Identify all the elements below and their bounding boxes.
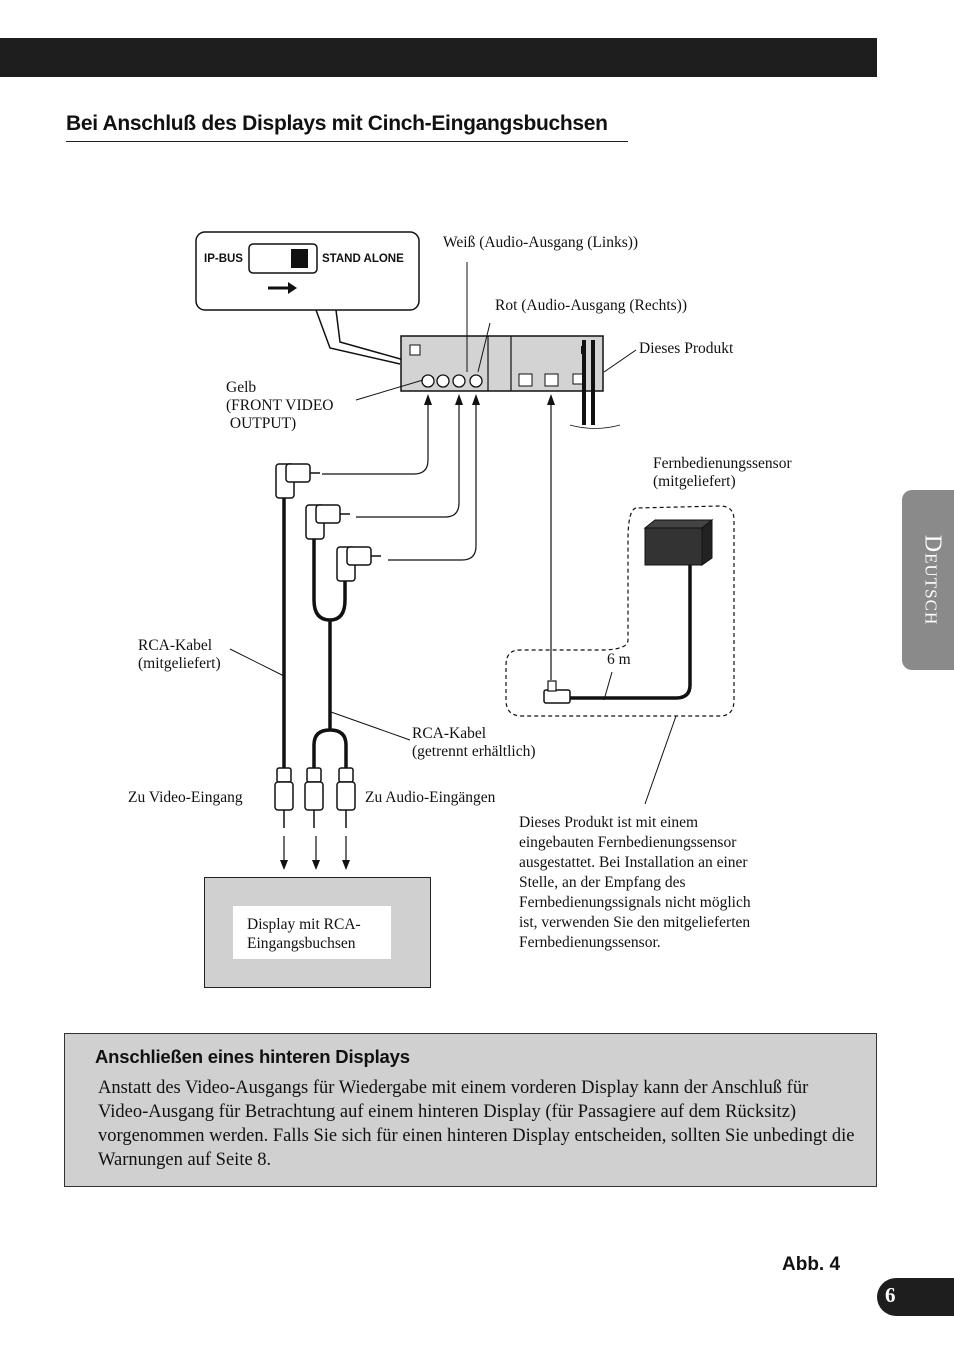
- rca-straight-plugs: [274, 767, 356, 828]
- note-box: Anschließen eines hinteren Displays Anst…: [64, 1033, 877, 1187]
- language-tab-text: Deutsch: [919, 534, 946, 626]
- switch-label-ipbus: IP-BUS: [204, 253, 243, 265]
- note-title: Anschließen eines hinteren Displays: [95, 1046, 410, 1067]
- label-gelb: Gelb (FRONT VIDEO OUTPUT): [226, 379, 334, 432]
- label-produkt: Dieses Produkt: [639, 340, 734, 357]
- note-body: Anstatt des Video-Ausgangs für Wiedergab…: [98, 1078, 855, 1170]
- label-rca-included: RCA-Kabel (mitgeliefert): [138, 637, 221, 672]
- label-rca-separate: RCA-Kabel (getrennt erhältlich): [412, 725, 536, 760]
- section-heading: Bei Anschluß des Displays mit Cinch-Eing…: [66, 112, 628, 142]
- page-number: 6: [885, 1283, 896, 1307]
- remote-sensor: [505, 505, 735, 717]
- label-sensor: Fernbedienungssensor (mitgeliefert): [653, 455, 792, 490]
- label-rot: Rot (Audio-Ausgang (Rechts)): [495, 297, 687, 314]
- label-weiss: Weiß (Audio-Ausgang (Links)): [443, 234, 639, 251]
- sensor-note: Dieses Produkt ist mit einem eingebauten…: [519, 814, 751, 951]
- main-unit: [400, 335, 621, 429]
- label-length: 6 m: [607, 651, 631, 668]
- top-bar: [0, 38, 877, 77]
- label-zu-video: Zu Video-Eingang: [128, 789, 243, 806]
- figure-label: Abb. 4: [782, 1254, 841, 1275]
- switch-label-standalone: STAND ALONE: [322, 253, 404, 265]
- language-tab: Deutsch: [902, 490, 954, 670]
- page-number-tab: 6: [877, 1278, 954, 1316]
- display-label-panel: [233, 906, 391, 959]
- switch-callout: [195, 231, 420, 365]
- label-zu-audio: Zu Audio-Eingängen: [365, 789, 496, 806]
- label-display: Display mit RCA- Eingangsbuchsen: [247, 916, 361, 952]
- rca-angled-plugs: [275, 463, 381, 582]
